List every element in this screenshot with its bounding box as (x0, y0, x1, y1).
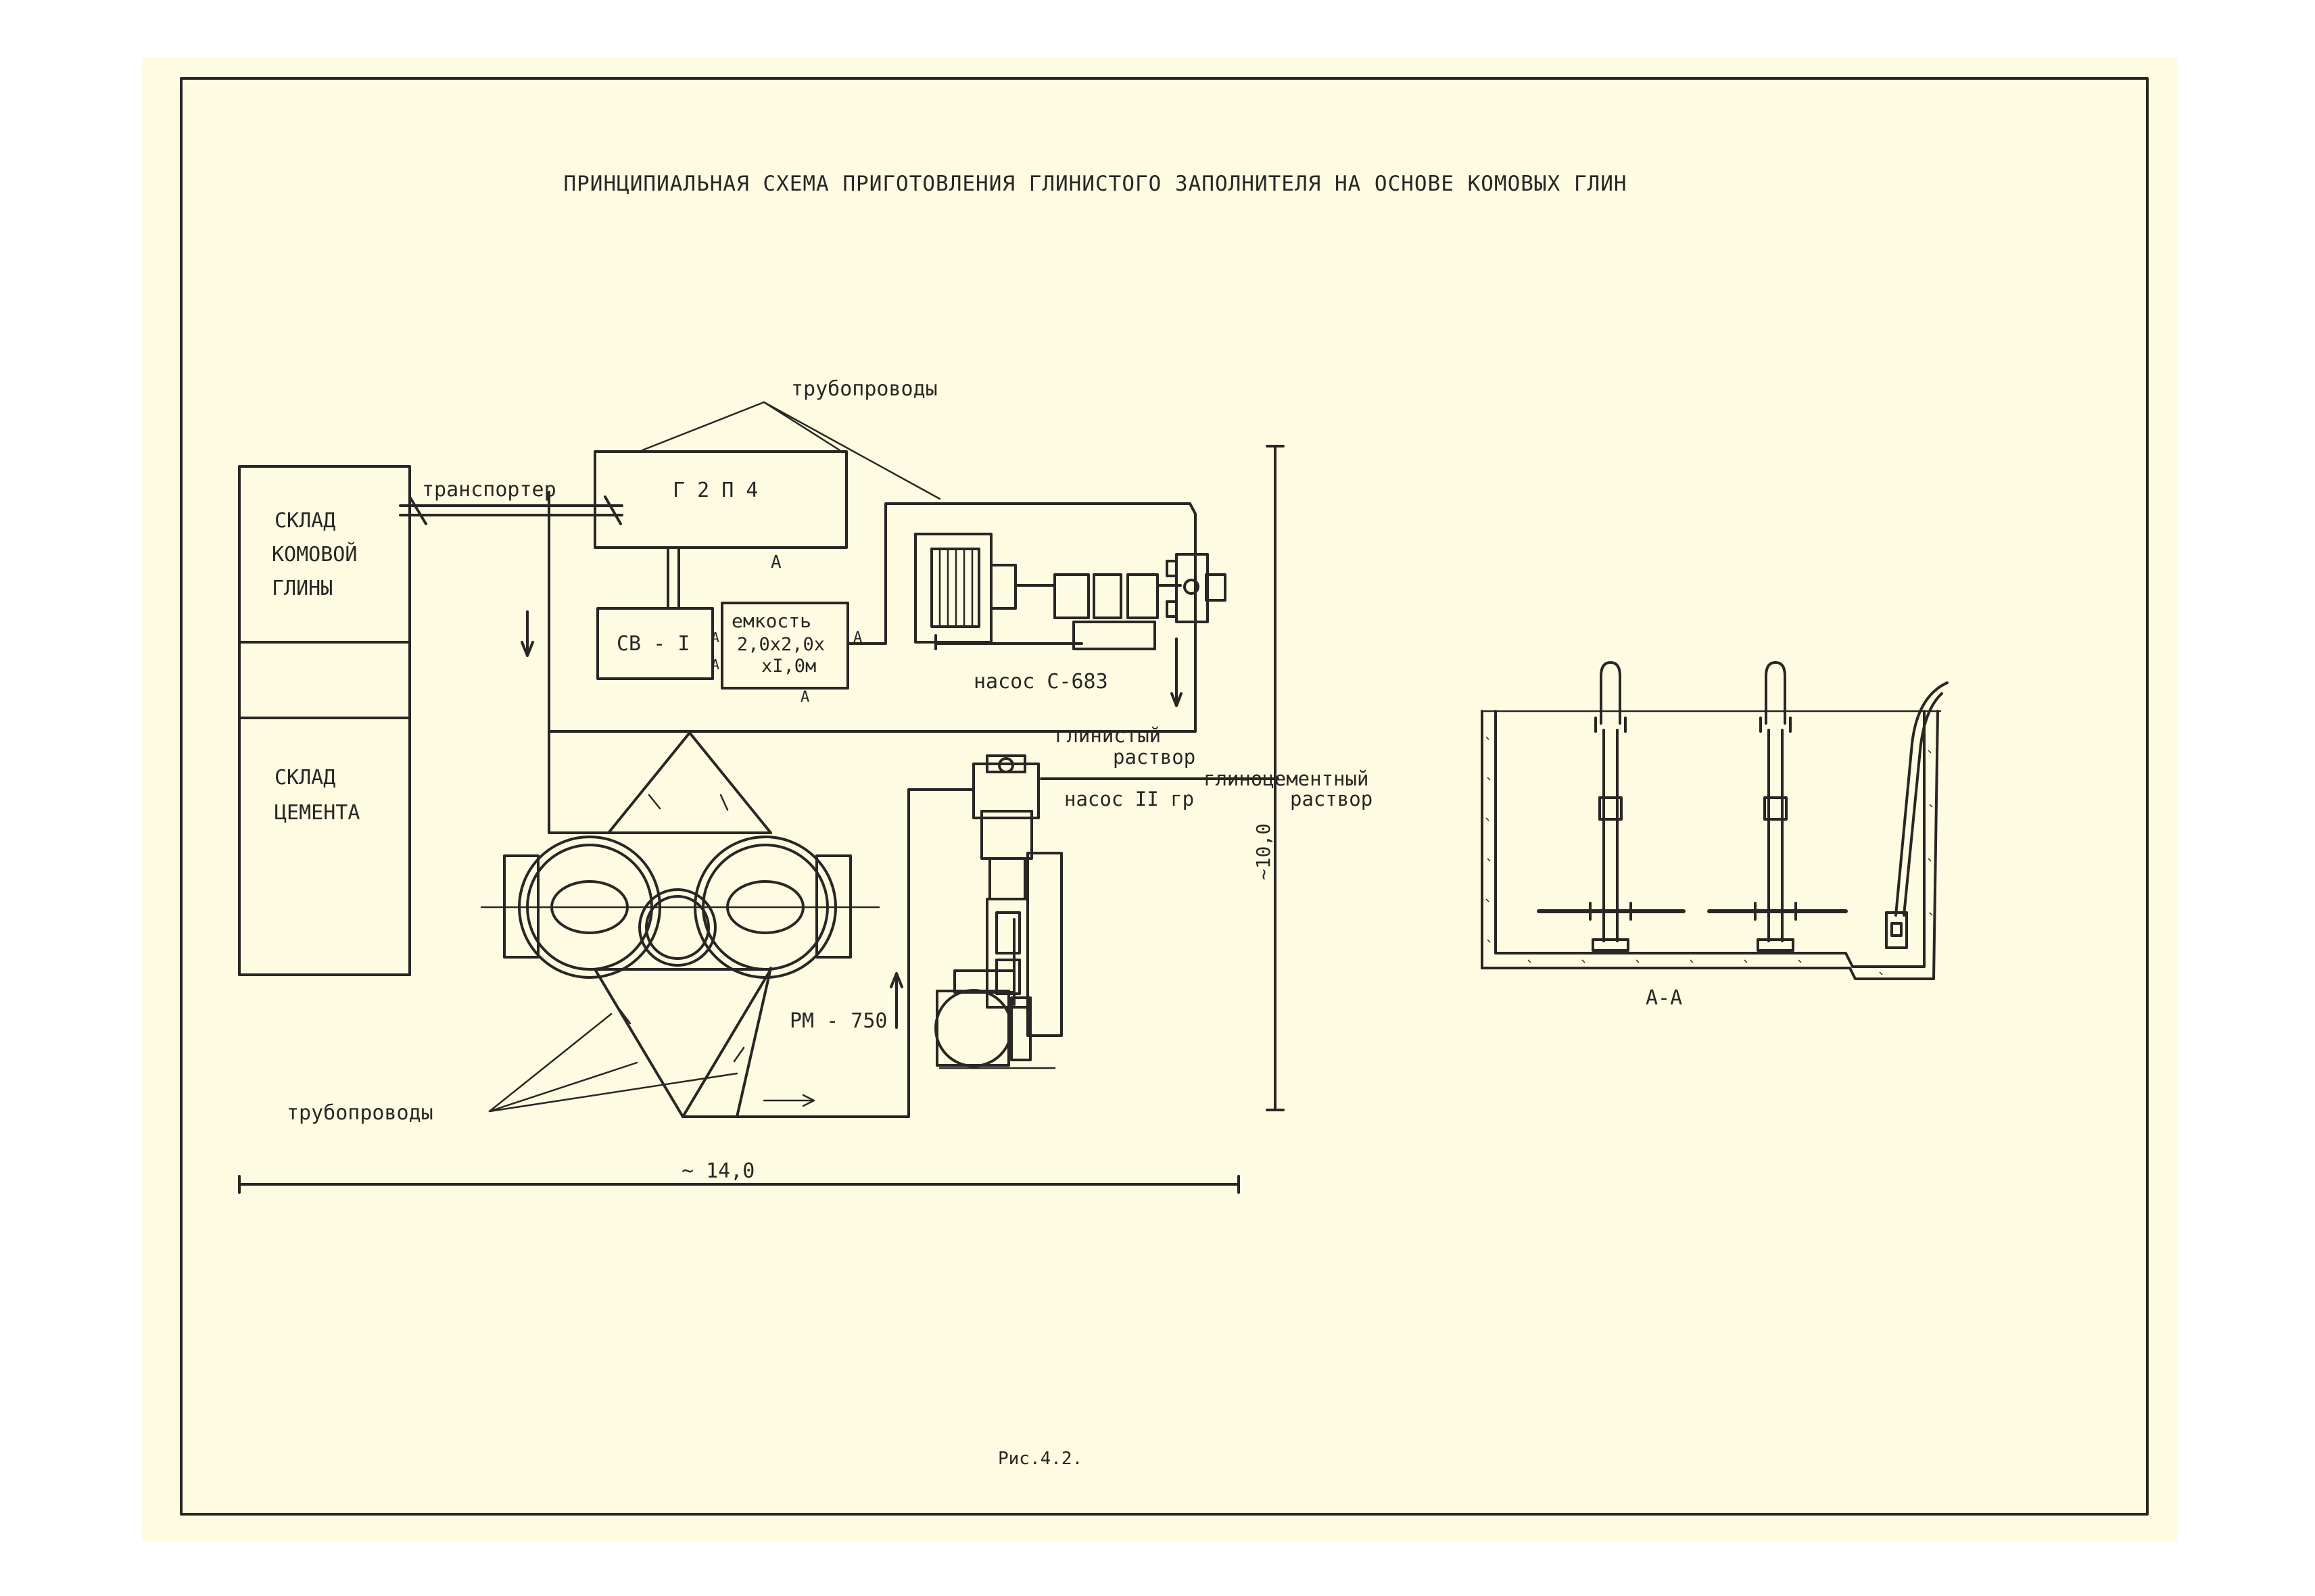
svg-text:хI,0м: хI,0м (761, 656, 816, 677)
transporter: транспортер (399, 478, 623, 525)
drawing-frame (180, 77, 2149, 1516)
svg-text:КОМОВОЙ: КОМОВОЙ (272, 542, 357, 566)
document-sheet (142, 57, 2177, 1541)
grp-to-sv-pipe (667, 546, 680, 610)
clay-cement-label-2: раствор (1290, 788, 1373, 811)
svg-text:Г 2 П 4: Г 2 П 4 (673, 479, 758, 502)
cement-storage: СКЛАД ЦЕМЕНТА (238, 717, 411, 976)
pipelines-label-top: трубопроводы (791, 377, 938, 401)
mixer-rm750: РМ - 750 (480, 731, 903, 1118)
sv-unit: СВ - I А А (596, 607, 719, 680)
width-dimension-label: ~ 14,0 (682, 1159, 755, 1183)
svg-text:А: А (853, 629, 862, 646)
svg-text:А: А (771, 552, 782, 573)
svg-text:СКЛАД: СКЛАД (275, 509, 335, 533)
clay-storage: СКЛАД КОМОВОЙ ГЛИНЫ (238, 465, 411, 644)
pump-2gr-label: насос II гр (1064, 788, 1194, 811)
svg-text:А: А (711, 629, 719, 646)
pump-2gr (934, 754, 1063, 1069)
figure-caption: Рис.4.2. (998, 1449, 1082, 1469)
svg-text:СВ - I: СВ - I (617, 632, 690, 656)
transporter-label: транспортер (422, 478, 556, 502)
svg-text:СКЛАД: СКЛАД (275, 766, 335, 790)
pipelines-leaders-bottom (488, 1013, 738, 1113)
feed-pipeline (521, 491, 615, 834)
tank-to-pump-pipe (548, 502, 1197, 733)
section-a-a: А-А (1481, 661, 1949, 1010)
svg-text:ГЛИНЫ: ГЛИНЫ (272, 577, 333, 600)
grp-unit: Г 2 П 4 А (594, 450, 848, 573)
height-dimension-label: ~10,0 (1252, 823, 1274, 880)
height-dimension: ~10,0 (1252, 445, 1285, 1111)
pipelines-leaders-top (641, 401, 941, 500)
svg-text:2,0х2,0х: 2,0х2,0х (737, 634, 825, 655)
svg-text:А: А (711, 656, 719, 673)
diagram-title: ПРИНЦИПИАЛЬНАЯ СХЕМА ПРИГОТОВЛЕНИЯ ГЛИНИ… (563, 172, 1627, 196)
mixer-to-pump2-pipe (790, 788, 975, 1118)
pipelines-label-bottom: трубопроводы (287, 1101, 433, 1125)
storage-middle-section (238, 641, 411, 719)
pump-c683: насос С-683 (914, 533, 1226, 707)
section-a-a-label: А-А (1646, 986, 1682, 1010)
rm750-label: РМ - 750 (790, 1009, 888, 1033)
tank: емкость 2,0х2,0х хI,0м А А (721, 602, 862, 706)
width-dimension: ~ 14,0 (238, 1159, 1240, 1194)
svg-text:А: А (801, 689, 809, 706)
clay-solution-label-2: раствор (1113, 746, 1195, 769)
svg-text:емкость: емкость (732, 610, 811, 632)
clay-solution-label-1: глинистый (1055, 724, 1161, 747)
svg-text:ЦЕМЕНТА: ЦЕМЕНТА (275, 801, 360, 825)
pump-c683-label: насос С-683 (974, 670, 1108, 694)
